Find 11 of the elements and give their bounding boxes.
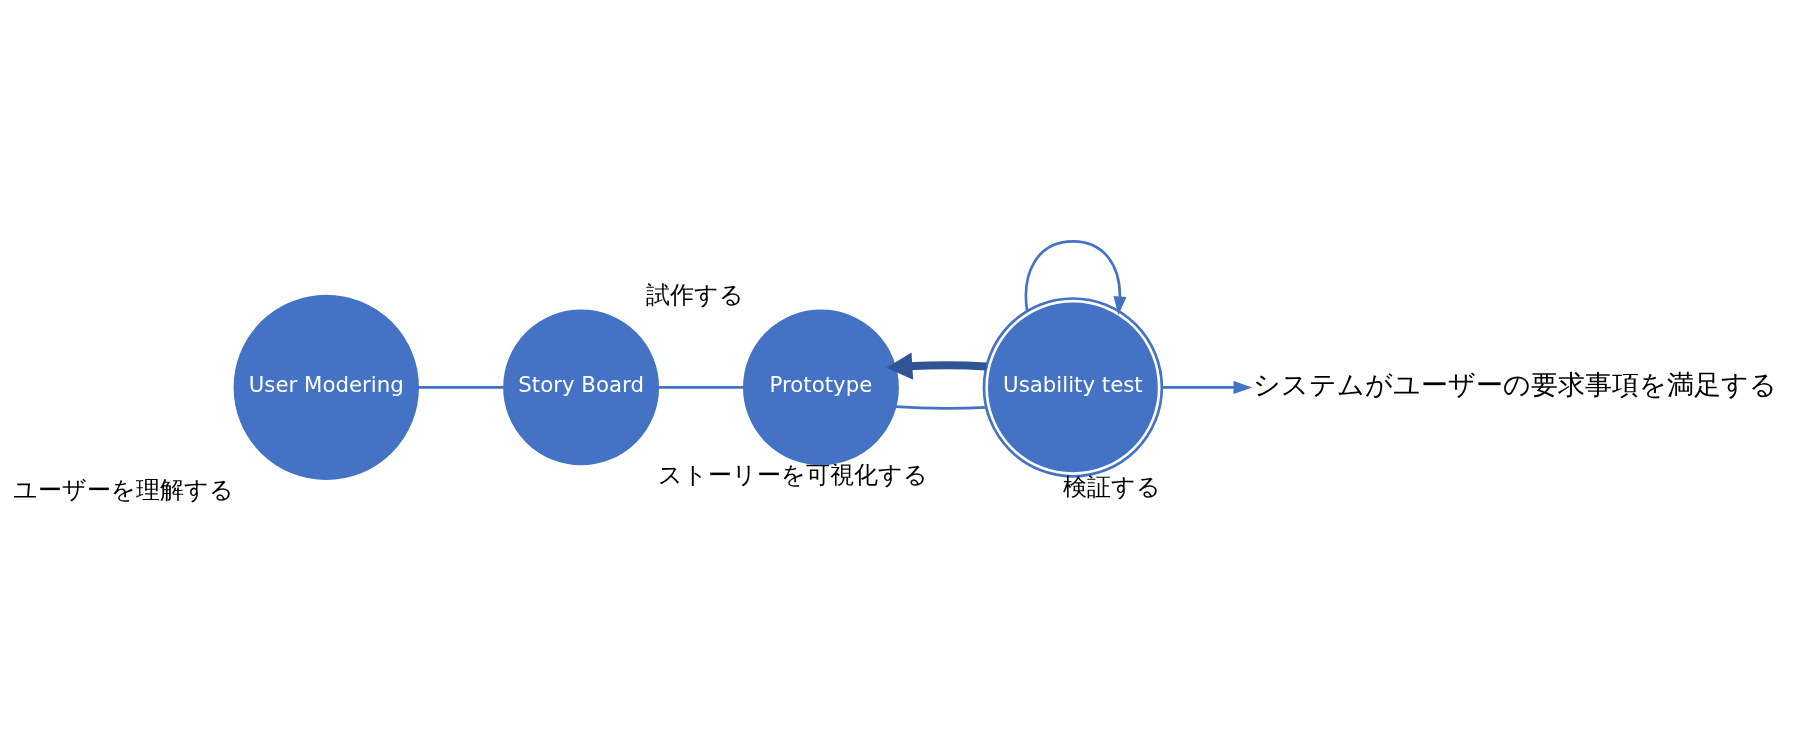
node-label: ユーザーを理解する	[13, 475, 235, 504]
connector	[658, 385, 745, 389]
arrow	[1162, 380, 1253, 394]
arrow	[1024, 239, 1127, 315]
node-label: 試作する	[645, 280, 744, 309]
connector	[417, 385, 505, 389]
node-text: システムがユーザーの要求事項を満足する	[1253, 368, 1778, 400]
node-circle: User Modering	[233, 294, 419, 480]
connector	[895, 404, 987, 410]
node-circle: Story Board	[503, 308, 660, 465]
node-circle: Prototype	[743, 308, 899, 465]
